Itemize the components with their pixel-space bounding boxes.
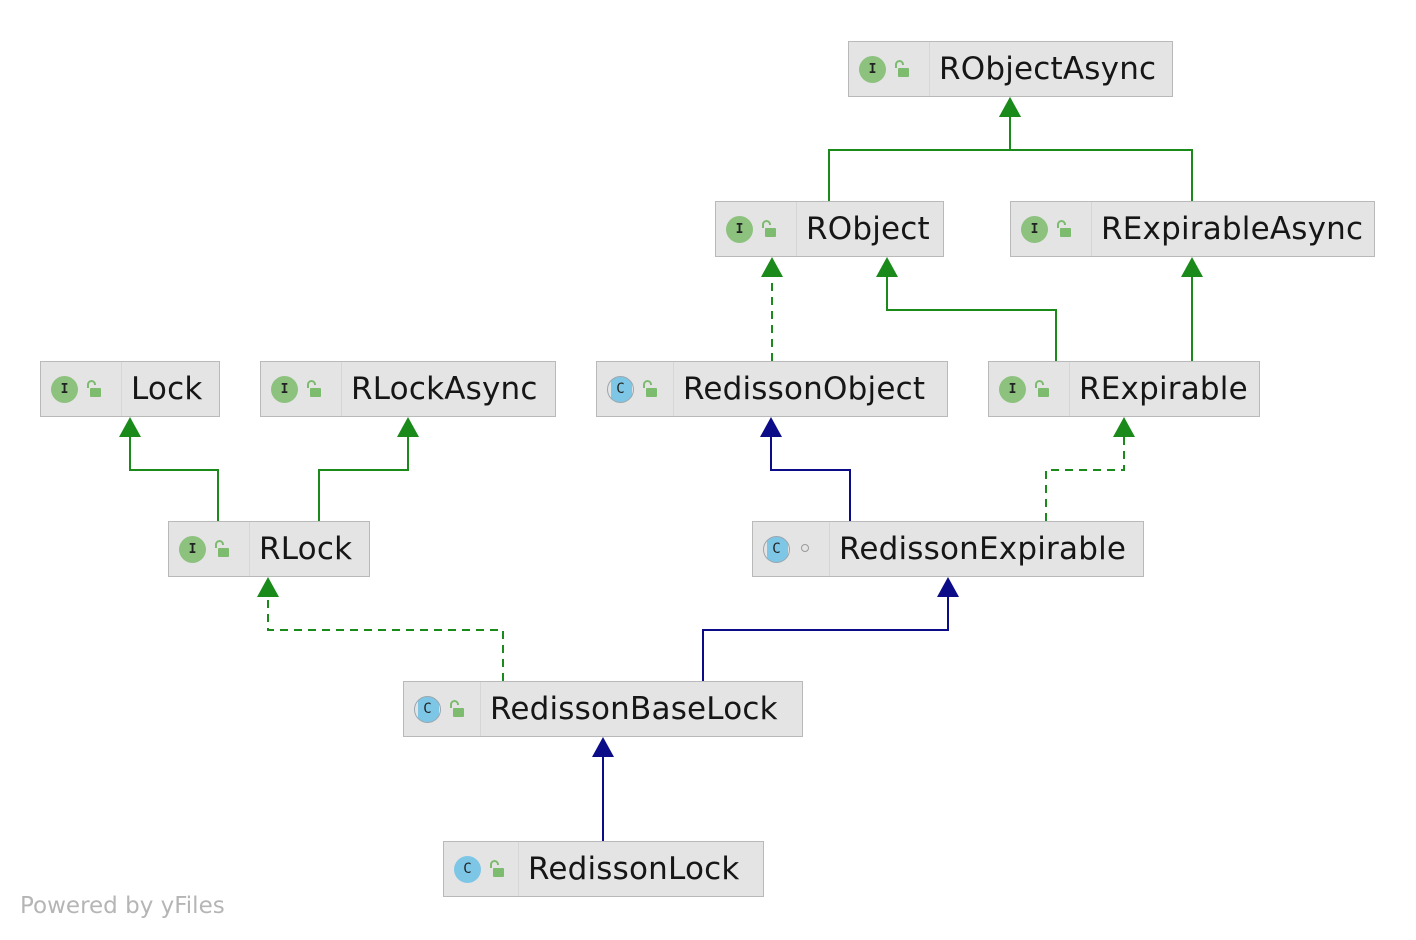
edge-line	[770, 436, 851, 521]
public-unlock-icon	[213, 539, 231, 559]
public-unlock-icon	[448, 699, 466, 719]
interface-icon: I	[999, 375, 1026, 403]
edge-line	[702, 596, 949, 681]
node-rlock-async[interactable]: I RLockAsync	[260, 361, 556, 417]
node-icons: C	[753, 522, 829, 576]
edge-redisson-expirable-to-rexpirable	[1045, 417, 1135, 521]
node-label: RExpirable	[1069, 362, 1259, 416]
arrowhead-icon	[257, 577, 279, 597]
node-rexpirable-async[interactable]: I RExpirableAsync	[1010, 201, 1375, 257]
node-icons: I	[41, 362, 121, 416]
node-label: RObjectAsync	[929, 42, 1172, 96]
abstract-class-icon: C	[607, 375, 634, 403]
node-rlock[interactable]: I RLock	[168, 521, 370, 577]
node-icons: C	[404, 682, 480, 736]
edge-rexpirable-async-to-robject-async	[999, 97, 1193, 201]
class-icon: C	[454, 855, 481, 883]
node-redisson-base-lock[interactable]: C RedissonBaseLock	[403, 681, 803, 737]
interface-icon: I	[859, 55, 886, 83]
interface-icon: I	[51, 375, 78, 403]
edge-redisson-base-lock-to-redisson-expirable	[702, 577, 959, 681]
edge-line	[267, 596, 504, 681]
node-label: RedissonLock	[518, 842, 763, 896]
interface-icon: I	[726, 215, 753, 243]
node-label: RedissonBaseLock	[480, 682, 802, 736]
node-label: RedissonObject	[673, 362, 947, 416]
arrowhead-icon	[119, 417, 141, 437]
node-icons: I	[716, 202, 796, 256]
edge-line	[886, 276, 1057, 361]
arrowhead-icon	[761, 257, 783, 277]
public-unlock-icon	[85, 379, 103, 399]
edge-line	[1009, 116, 1193, 201]
node-robject[interactable]: I RObject	[715, 201, 944, 257]
node-label: RExpirableAsync	[1091, 202, 1374, 256]
package-private-icon	[797, 539, 815, 559]
arrowhead-icon	[592, 737, 614, 757]
edge-rlock-to-lock	[119, 417, 219, 521]
node-label: RedissonExpirable	[829, 522, 1143, 576]
node-icons: I	[1011, 202, 1091, 256]
edge-line	[1045, 436, 1125, 521]
public-unlock-icon	[488, 859, 506, 879]
node-rexpirable[interactable]: I RExpirable	[988, 361, 1260, 417]
public-unlock-icon	[893, 59, 911, 79]
node-robject-async[interactable]: I RObjectAsync	[848, 41, 1173, 97]
interface-icon: I	[271, 375, 298, 403]
public-unlock-icon	[641, 379, 659, 399]
public-unlock-icon	[1033, 379, 1051, 399]
node-redisson-object[interactable]: C RedissonObject	[596, 361, 948, 417]
node-label: RLock	[249, 522, 369, 576]
arrowhead-icon	[397, 417, 419, 437]
node-redisson-lock[interactable]: C RedissonLock	[443, 841, 764, 897]
edge-redisson-base-lock-to-rlock	[257, 577, 504, 681]
public-unlock-icon	[1055, 219, 1073, 239]
edge-redisson-lock-to-redisson-base-lock	[592, 737, 614, 841]
node-lock[interactable]: I Lock	[40, 361, 220, 417]
edge-line	[129, 436, 219, 521]
node-icons: C	[444, 842, 518, 896]
arrowhead-icon	[999, 97, 1021, 117]
edge-rexpirable-to-rexpirable-async	[1181, 257, 1203, 361]
node-label: RLockAsync	[341, 362, 555, 416]
interface-icon: I	[179, 535, 206, 563]
powered-by-footer: Powered by yFiles	[20, 893, 225, 919]
abstract-class-icon: C	[414, 695, 441, 723]
node-label: Lock	[121, 362, 219, 416]
public-unlock-icon	[305, 379, 323, 399]
node-label: RObject	[796, 202, 943, 256]
abstract-class-icon: C	[763, 535, 790, 563]
arrowhead-icon	[1113, 417, 1135, 437]
edge-robject-to-robject-async	[828, 97, 1021, 201]
node-icons: I	[261, 362, 341, 416]
node-icons: C	[597, 362, 673, 416]
node-icons: I	[849, 42, 929, 96]
node-icons: I	[989, 362, 1069, 416]
arrowhead-icon	[760, 417, 782, 437]
arrowhead-icon	[937, 577, 959, 597]
node-redisson-expirable[interactable]: C RedissonExpirable	[752, 521, 1144, 577]
arrowhead-icon	[876, 257, 898, 277]
node-icons: I	[169, 522, 249, 576]
edge-redisson-expirable-to-redisson-object	[760, 417, 851, 521]
edge-line	[828, 116, 1011, 201]
public-unlock-icon	[760, 219, 778, 239]
edge-rlock-to-rlock-async	[318, 417, 419, 521]
interface-icon: I	[1021, 215, 1048, 243]
edge-rexpirable-to-robject	[876, 257, 1057, 361]
edge-redisson-object-to-robject	[761, 257, 783, 361]
edge-line	[318, 436, 409, 521]
arrowhead-icon	[1181, 257, 1203, 277]
